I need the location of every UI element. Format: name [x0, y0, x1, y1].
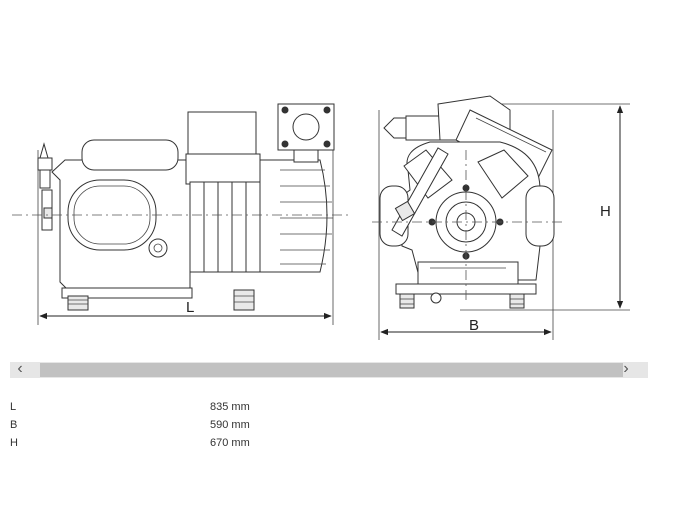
scroll-right-arrow-icon[interactable]: › [623, 360, 629, 377]
dimension-label: L [10, 401, 17, 413]
dimension-label-h: H [600, 203, 611, 220]
dimension-row: L 835 mm [10, 398, 410, 416]
dimension-value: 835 mm [210, 401, 250, 413]
side-view: L [12, 103, 352, 325]
dimension-value: 670 mm [210, 437, 250, 449]
dimension-row: H 670 mm [10, 434, 410, 452]
compressor-dimension-drawing: L [12, 95, 630, 340]
horizontal-scrollbar[interactable] [10, 362, 648, 378]
dimension-label: B [10, 419, 18, 431]
scroll-left-arrow-icon[interactable]: ‹ [17, 360, 23, 377]
dimension-label: H [10, 437, 18, 449]
dimension-value: 590 mm [210, 419, 250, 431]
dimension-label-b: B [469, 317, 479, 334]
front-view: B H [372, 95, 630, 340]
dimension-label-l: L [186, 299, 194, 316]
dimension-row: B 590 mm [10, 416, 410, 434]
dimensions-table: L 835 mm B 590 mm H 670 mm [10, 398, 410, 452]
scrollbar-thumb[interactable] [40, 363, 623, 377]
